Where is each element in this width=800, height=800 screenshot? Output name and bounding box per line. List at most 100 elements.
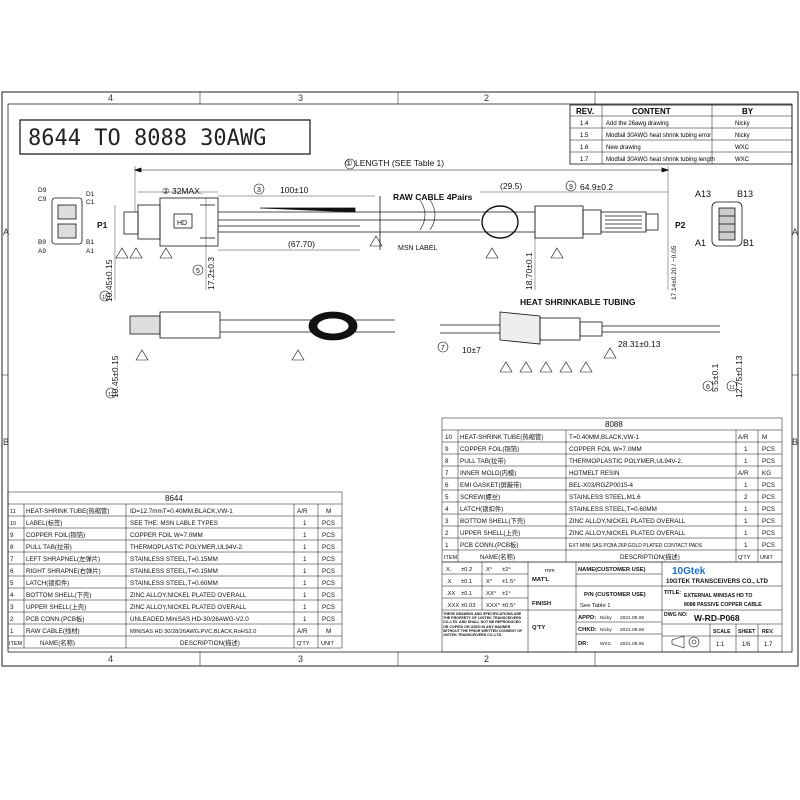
pin-a13: A13 <box>695 189 711 199</box>
b44-r10-item: 2 <box>10 616 14 623</box>
b44-r9-item: 3 <box>10 604 14 611</box>
pin-b1: B1 <box>86 239 94 246</box>
tol-r2-d: ±1.5° <box>502 579 516 585</box>
dr-label: DR: <box>578 641 588 647</box>
b88-r8-name: BOTTOM SHELL(下壳) <box>460 516 525 525</box>
dim-10-7: 10±7 <box>462 345 481 355</box>
p1-label: P1 <box>97 220 108 230</box>
b88-footer-desc: DESCRIPTION(描述) <box>620 552 680 561</box>
scale-header: SCALE <box>713 629 731 635</box>
tol-r3-a: .XX <box>446 591 455 597</box>
title-label: TITLE: <box>664 590 681 596</box>
rev-header-by: BY <box>742 107 754 116</box>
tol-r1-d: ±2° <box>502 567 511 573</box>
see-table: See Table 1 <box>580 603 611 609</box>
rev-1-5: 1.5 <box>580 133 589 139</box>
left-end-view <box>51 197 83 245</box>
grid-col-3-bottom: 3 <box>298 654 303 664</box>
b44-r5-desc: STAINLESS STEEL,T=0.15MM <box>130 556 218 563</box>
b44-r6-desc: STAINLESS STEEL,T=0.15MM <box>130 568 218 575</box>
b88-r6-item: 5 <box>445 494 449 501</box>
dim-5-5: 5.5±0.1 <box>710 363 720 392</box>
b88-r6-name: SCREW(螺丝) <box>460 492 500 501</box>
b88-r3-unit: PCS <box>762 458 775 465</box>
balloon-10: 10 <box>102 295 108 301</box>
raw-cable-label: RAW CABLE 4Pairs <box>393 192 473 202</box>
b88-r3-name: PULL TAB(拉带) <box>460 456 506 465</box>
b88-r2-name: COPPER FOIL(铜箔) <box>460 444 519 453</box>
rev-1-6-by: WXC <box>735 145 750 151</box>
rev-value: 1.7 <box>764 642 773 648</box>
b44-r9-name: UPPER SHELL(上壳) <box>26 602 86 611</box>
tol-r2-a: .X <box>446 579 452 585</box>
pin-b9: B9 <box>38 239 46 246</box>
b88-r10-unit: PCS <box>762 542 775 549</box>
b44-footer-desc: DESCRIPTION(描述) <box>180 638 240 647</box>
b44-r4-desc: THERMOPLASTIC POLYMER,UL94V-2. <box>130 544 244 551</box>
b88-r9-name: UPPER SHELL(上壳) <box>460 528 520 537</box>
grid-col-4-top: 4 <box>108 93 113 103</box>
grid-row-b-left: B <box>3 437 9 447</box>
rev-header-rev: REV. <box>576 107 594 116</box>
pin-d1: D1 <box>86 191 95 198</box>
title-block-grid <box>441 561 783 653</box>
b44-r9-unit: PCS <box>322 604 335 611</box>
balloons: 5 3 9 10 12 7 6 11 <box>99 158 738 399</box>
b88-r3-desc: THERMOPLASTIC POLYMER,UL94V-2. <box>569 458 683 465</box>
b88-footer-name: NAME(名称) <box>480 552 515 561</box>
dr-name: WXC <box>600 641 612 647</box>
b88-r8-qty: 1 <box>744 518 748 525</box>
rev-header: REV. <box>762 629 774 635</box>
dim-64-9: 64.9±0.2 <box>580 182 613 192</box>
grid-col-2-bottom: 2 <box>484 654 489 664</box>
name-customer-label: NAME(CUSTOMER USE) <box>578 567 646 573</box>
projection-symbol-icon <box>671 635 700 649</box>
b88-r6-qty: 2 <box>744 494 748 501</box>
length-label: ① LENGTH (SEE Table 1) <box>345 158 444 168</box>
dim-12-75: 12.75±0.13 <box>734 355 744 398</box>
dim-100: 100±10 <box>280 185 309 195</box>
grid-col-4-bottom: 4 <box>108 654 113 664</box>
rev-1-7-content: Modfail 30AWG heat shrink tubing length <box>606 157 715 163</box>
balloon-11: 11 <box>729 385 734 391</box>
dim-29-5: (29.5) <box>500 181 522 191</box>
tol-matl: MAT'L <box>532 577 550 583</box>
rev-1-7-by: WXC <box>735 157 750 163</box>
b88-r8-unit: PCS <box>762 518 775 525</box>
tol-r2-c: X° <box>486 579 492 585</box>
b44-r2-name: LABEL(标签) <box>26 518 62 527</box>
balloon-12: 12 <box>108 392 114 398</box>
b88-r3-item: 8 <box>445 458 449 465</box>
company-name: 10GTEK TRANSCEIVERS CO., LTD <box>666 578 769 585</box>
b44-footer-qty: Q'TY <box>297 641 310 647</box>
tol-r3-d: ±1° <box>502 591 511 597</box>
pin-b1-right: B1 <box>743 238 754 248</box>
p2-label: P2 <box>675 220 686 230</box>
b88-r5-desc: BEL-X03/RGZP0015-4 <box>569 482 634 489</box>
dwg-number: W-RD-P068 <box>694 613 740 623</box>
bom-8088-table <box>441 417 783 563</box>
tol-r3-c: XX° <box>486 591 496 597</box>
b88-r5-name: EMI GASKET(屏蔽带) <box>460 480 522 489</box>
sheet-header: SHEET <box>738 629 756 635</box>
b44-r3-unit: PCS <box>322 532 335 539</box>
appd-label: APPD: <box>578 615 596 621</box>
chkd-name: Nicky <box>600 627 612 633</box>
company-logo: 10Gtek <box>672 566 706 577</box>
b44-r1-qty: A/R <box>297 508 308 515</box>
bottom-left-view <box>129 311 395 341</box>
chkd-date: 2021.08.06 <box>620 627 644 633</box>
b88-r6-unit: PCS <box>762 494 775 501</box>
rev-1-4-by: Nicky <box>735 121 750 127</box>
hd-label: HD <box>177 220 187 227</box>
tol-r3-b: ±0.1 <box>461 591 472 597</box>
b88-footer-unit: UNIT <box>760 555 773 561</box>
b44-r1-item: 11 <box>10 509 16 515</box>
title-box <box>19 119 311 155</box>
revision-table: REV. CONTENT BY 1.4 Add the 26awg drawin… <box>569 104 793 165</box>
grid-row-b-right: B <box>792 437 798 447</box>
grid-row-a-right: A <box>792 227 798 237</box>
b44-r3-qty: 1 <box>303 532 307 539</box>
